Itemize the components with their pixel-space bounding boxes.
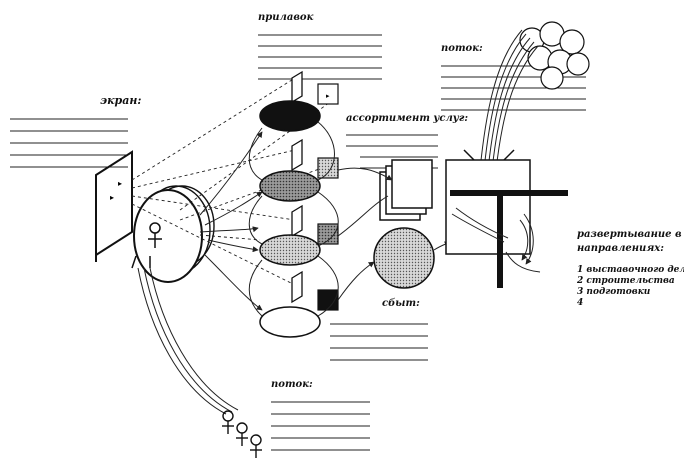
flow-top-block: поток:	[441, 21, 590, 171]
sales-note-lines	[330, 323, 428, 361]
service-row-2	[259, 138, 339, 202]
counter-note-lines	[258, 34, 382, 80]
view-lines	[131, 77, 341, 286]
flow-stream	[479, 29, 539, 171]
flow-bottom-block: поток:	[271, 379, 370, 451]
svg-text:▸: ▸	[326, 92, 330, 100]
viewer-arrows	[199, 131, 263, 311]
service-row-1: ▸	[259, 70, 339, 132]
person-icon	[222, 410, 234, 434]
svg-text:▸: ▸	[118, 179, 122, 188]
counter-block: прилавок	[258, 12, 382, 80]
development-item-1: 1 выставочного дела	[577, 265, 684, 275]
flow-bottom-note-lines	[271, 401, 370, 451]
person-icon	[148, 222, 162, 248]
sales-circle	[373, 227, 435, 289]
service-ellipse-empty	[259, 306, 321, 338]
sales-block: сбыт:	[330, 227, 451, 361]
svg-text:▸: ▸	[110, 193, 114, 202]
flow-bottom-label: поток:	[271, 379, 313, 390]
service-ellipse-dark	[259, 100, 321, 132]
people-flow	[137, 267, 262, 458]
development-text: развертывание в направлениях: 1 выставоч…	[576, 229, 684, 308]
development-item-2: 2 строительства	[576, 276, 675, 286]
development-item-4: 4	[577, 298, 583, 308]
service-ellipse-mid	[259, 170, 321, 202]
person-icon	[250, 434, 262, 458]
service-square-mid	[317, 223, 339, 245]
assortment-block: ассортимент услуг:	[337, 113, 468, 237]
service-row-3	[259, 204, 339, 266]
service-row-4	[259, 270, 339, 338]
development-item-3: 3 подготовки	[577, 287, 651, 297]
ellipse-links	[248, 121, 339, 317]
screen-panel	[95, 150, 133, 257]
service-square-light	[317, 157, 339, 179]
assortment-label: ассортимент услуг:	[346, 113, 468, 124]
screen-label: экран:	[100, 94, 141, 107]
flow-top-label: поток:	[441, 43, 483, 54]
assortment-cards	[391, 159, 433, 209]
counter-label: прилавок	[258, 12, 314, 23]
screen-block: экран: ▸ ▸	[10, 94, 141, 262]
person-icon	[236, 422, 248, 446]
service-square-empty	[317, 83, 339, 105]
service-ellipse-light	[259, 234, 321, 266]
development-title-line2: направлениях:	[577, 243, 664, 254]
screen-note-lines	[10, 118, 128, 168]
sales-label: сбыт:	[382, 298, 420, 309]
bubbles-icon	[519, 21, 590, 90]
development-structure	[445, 159, 568, 288]
viewer-group	[131, 185, 215, 283]
development-title-line1: развертывание в	[577, 229, 682, 240]
